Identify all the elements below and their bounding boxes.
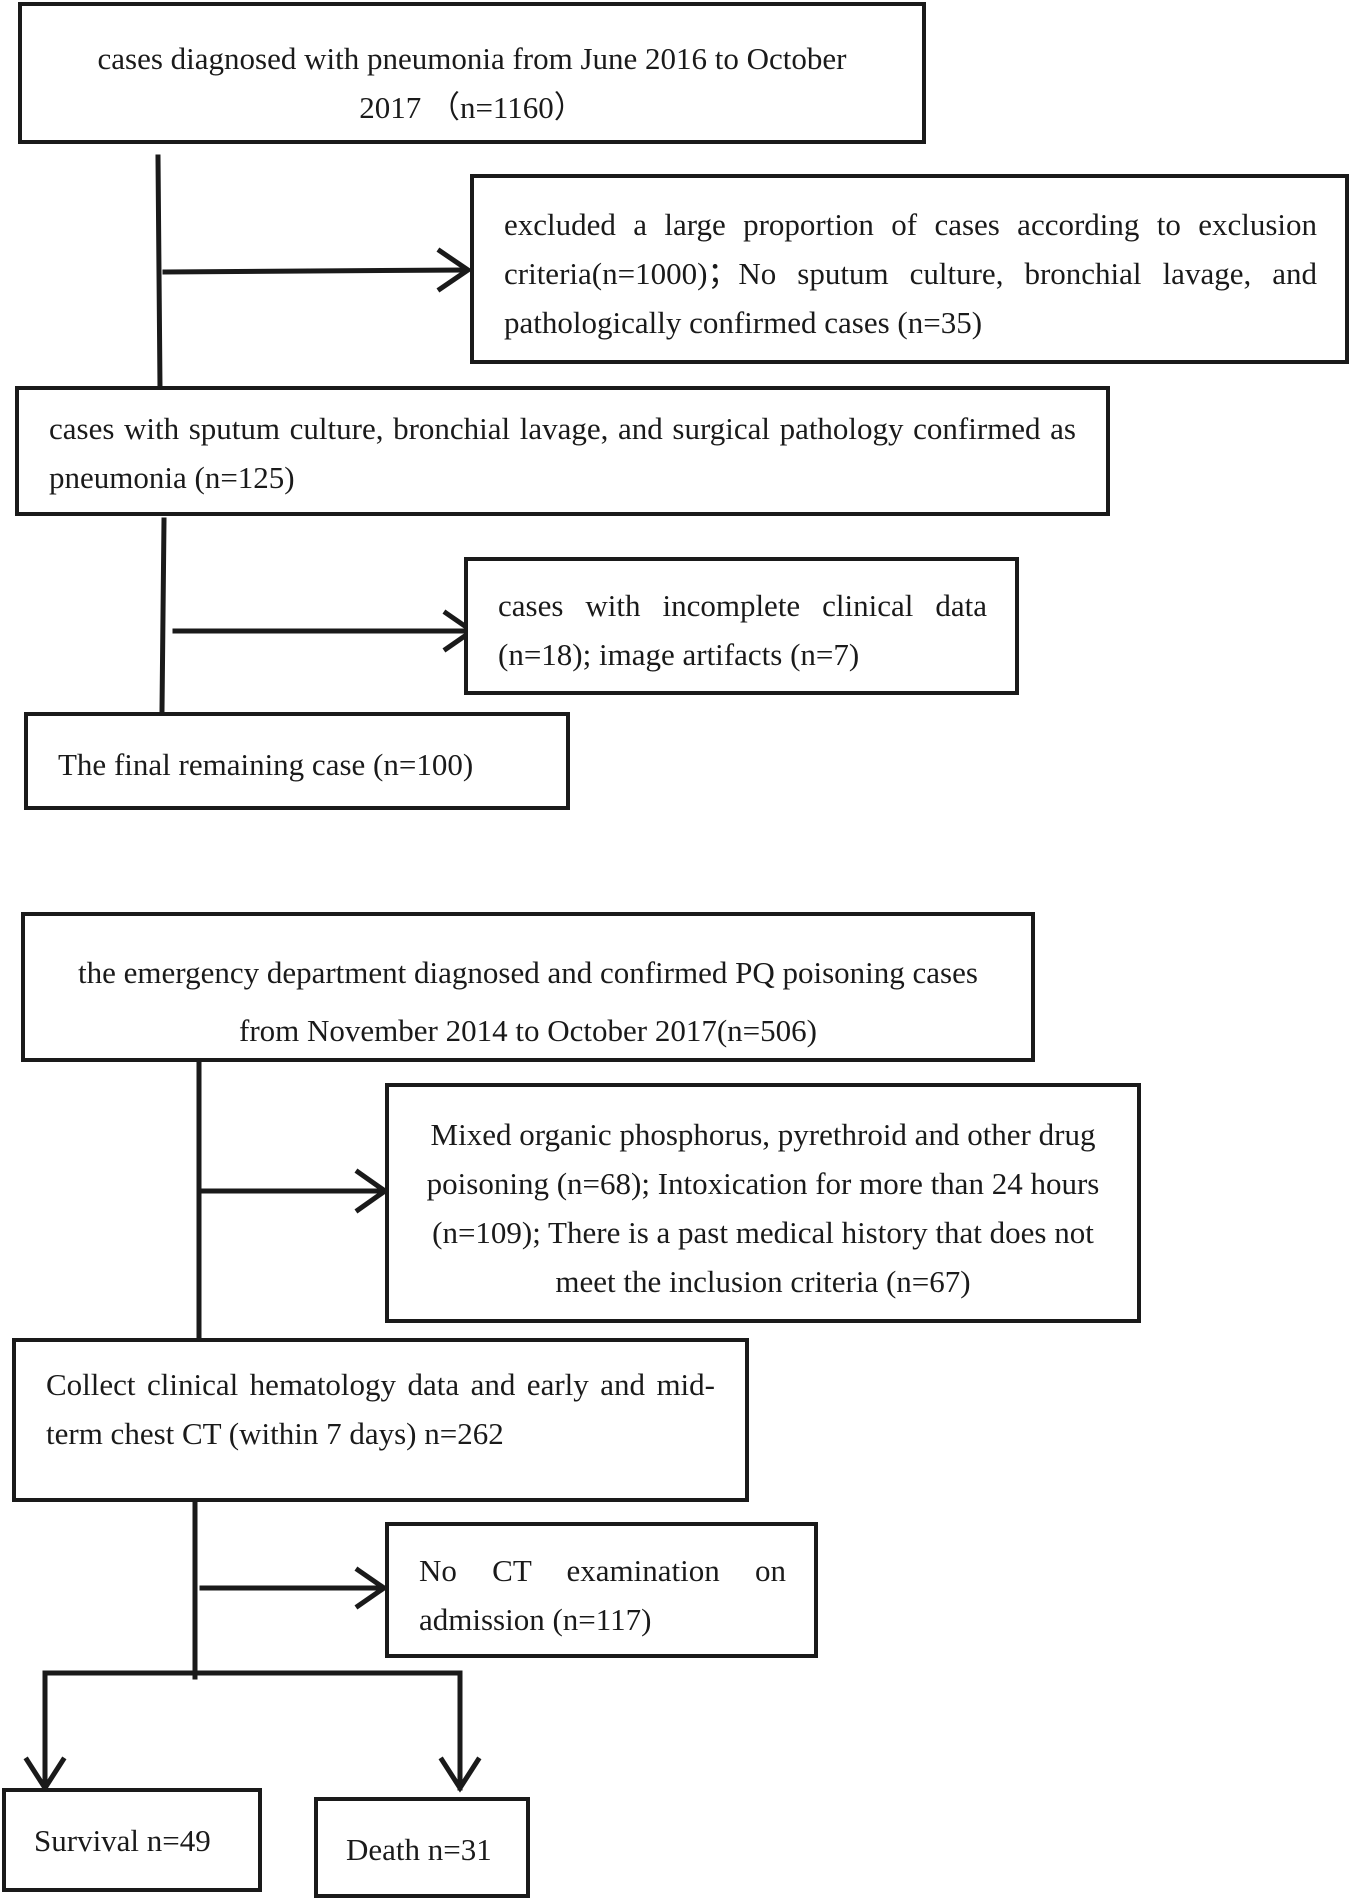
- connector-line: [155, 154, 163, 391]
- arrowhead: [354, 1566, 389, 1610]
- pq-survival-box: Survival n=49: [2, 1788, 262, 1892]
- pneumonia-final-text: The final remaining case (n=100): [58, 747, 474, 782]
- pneumonia-exclusion-box-1: excluded a large proportion of cases acc…: [470, 174, 1349, 364]
- pq-start-text: the emergency department diagnosed and c…: [78, 955, 978, 1048]
- pq-exclusion-box-1: Mixed organic phosphorus, pyrethroid and…: [385, 1083, 1141, 1323]
- pneumonia-start-box: cases diagnosed with pneumonia from June…: [18, 2, 926, 144]
- pq-collect-text: Collect clinical hematology data and ear…: [46, 1367, 715, 1451]
- pq-death-text: Death n=31: [346, 1832, 492, 1867]
- connector-line: [159, 517, 167, 713]
- pneumonia-final-box: The final remaining case (n=100): [24, 712, 570, 810]
- connector-line: [162, 267, 468, 275]
- pq-death-box: Death n=31: [314, 1797, 530, 1898]
- pneumonia-exclusion-box-2: cases with incomplete clinical data (n=1…: [464, 557, 1019, 695]
- arrowhead: [438, 1756, 482, 1793]
- arrowhead: [436, 247, 473, 293]
- pq-start-box: the emergency department diagnosed and c…: [21, 912, 1035, 1062]
- pneumonia-start-text: cases diagnosed with pneumonia from June…: [97, 41, 847, 125]
- pq-exclusion-text-1: Mixed organic phosphorus, pyrethroid and…: [426, 1117, 1100, 1299]
- connector-line: [42, 1670, 463, 1791]
- pq-exclusion-box-2: No CT examination on admission (n=117): [385, 1522, 818, 1658]
- pneumonia-exclusion-text-1: excluded a large proportion of cases acc…: [504, 207, 1317, 340]
- pq-collect-box: Collect clinical hematology data and ear…: [12, 1338, 749, 1502]
- pq-exclusion-text-2: No CT examination on admission (n=117): [419, 1553, 786, 1637]
- pneumonia-exclusion-text-2: cases with incomplete clinical data (n=1…: [498, 588, 987, 672]
- pneumonia-confirmed-box: cases with sputum culture, bronchial lav…: [15, 386, 1110, 516]
- pq-survival-text: Survival n=49: [34, 1823, 211, 1858]
- pneumonia-confirmed-text: cases with sputum culture, bronchial lav…: [49, 411, 1076, 495]
